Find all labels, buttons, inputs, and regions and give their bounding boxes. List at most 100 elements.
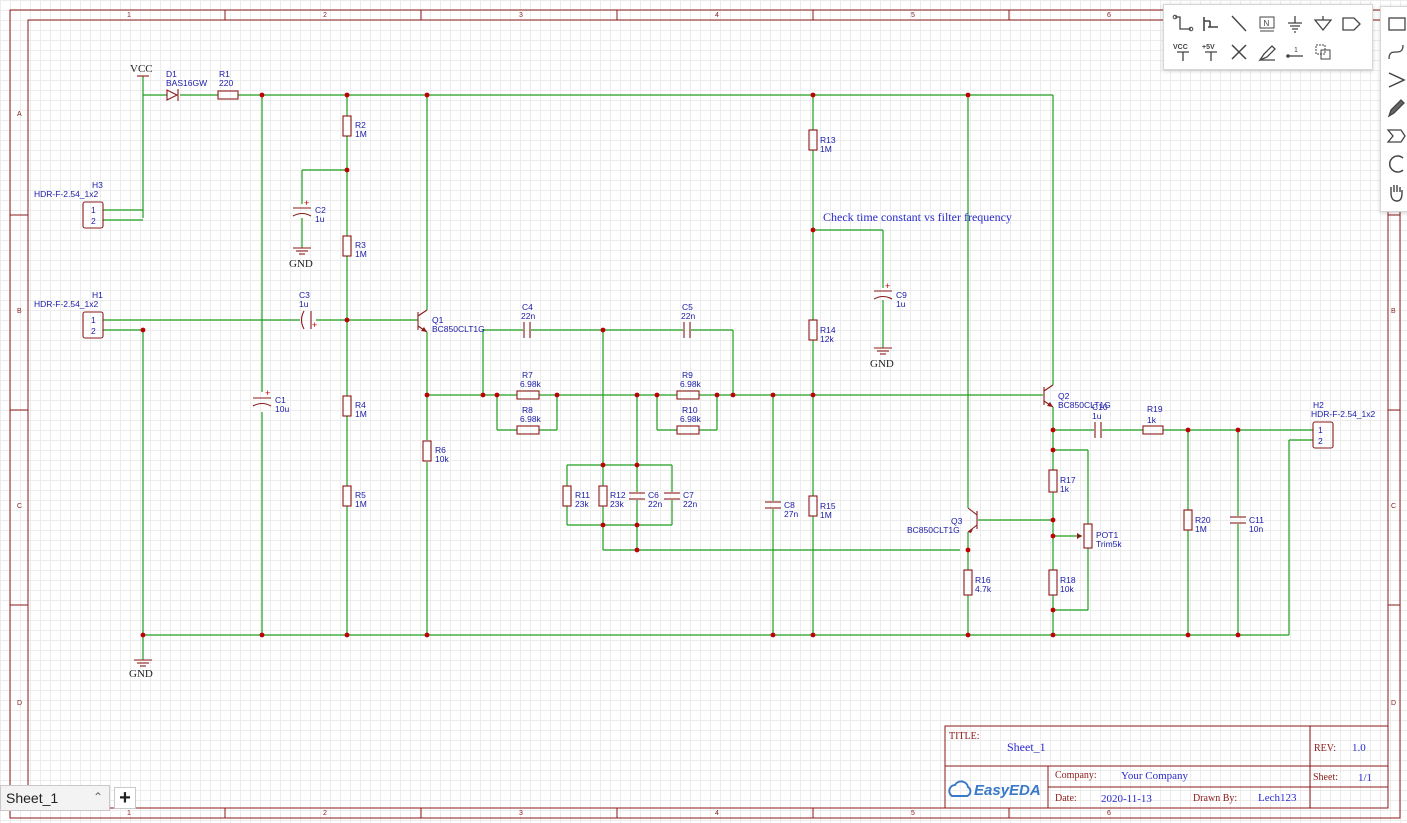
- group-icon[interactable]: [1310, 39, 1336, 65]
- resistor-r19[interactable]: R19 1k: [1142, 404, 1164, 435]
- capacitor-c3[interactable]: + C3 1u: [299, 290, 317, 330]
- capacitor-c5[interactable]: C5 22n: [681, 302, 695, 338]
- resistor-r8[interactable]: R8 6.98k: [516, 405, 542, 435]
- resistor-r7[interactable]: R7 6.98k: [516, 370, 542, 400]
- capacitor-c9[interactable]: + C9 1u: [873, 281, 907, 309]
- resistor-r9[interactable]: R9 6.98k: [676, 370, 702, 400]
- resistor-r2[interactable]: R2 1M: [342, 115, 367, 139]
- resistor-r10[interactable]: R10 6.98k: [676, 405, 702, 435]
- plus5v-icon[interactable]: +5V: [1198, 39, 1224, 65]
- h1-value: HDR-F-2.54_1x2: [34, 299, 99, 309]
- capacitor-c2[interactable]: + C2 1u: [292, 198, 326, 224]
- capacitor-c1[interactable]: + C1 10u: [252, 388, 289, 414]
- potentiometer-pot1[interactable]: POT1 Trim5k: [1077, 523, 1122, 549]
- resistor-r17[interactable]: R17 1k: [1048, 469, 1076, 494]
- zone-label-top-3: 3: [519, 12, 523, 19]
- sheet-tab-label: Sheet_1: [6, 790, 59, 806]
- svg-text:+: +: [304, 198, 309, 208]
- probe-icon[interactable]: [1254, 39, 1280, 65]
- resistor-r20[interactable]: R20 1M: [1183, 509, 1211, 534]
- zone-label-top-2: 2: [323, 12, 327, 19]
- capacitor-c7[interactable]: C7 22n: [664, 490, 697, 509]
- line-icon[interactable]: [1226, 11, 1252, 37]
- r18-ref: R18: [1060, 575, 1076, 585]
- hand-pan-icon[interactable]: [1383, 179, 1407, 205]
- diode-d1[interactable]: D1 BAS16GW: [166, 69, 207, 101]
- resistor-r18[interactable]: R18 10k: [1048, 569, 1076, 596]
- rev-value: 1.0: [1352, 742, 1366, 754]
- netport-gnd-icon[interactable]: [1310, 11, 1336, 37]
- c6-value: 22n: [648, 499, 662, 509]
- gnd-symbol-c2[interactable]: GND: [289, 247, 313, 270]
- header-h3[interactable]: 1 2 H3 HDR-F-2.54_1x2: [34, 180, 104, 229]
- ground-icon[interactable]: [1282, 11, 1308, 37]
- netflag-icon[interactable]: [1338, 11, 1364, 37]
- header-h2[interactable]: 1 2 H2 HDR-F-2.54_1x2: [1311, 400, 1376, 449]
- resistor-r14[interactable]: R14 12k: [808, 319, 836, 344]
- h3-pin2: 2: [91, 216, 96, 226]
- no-connect-icon[interactable]: [1226, 39, 1252, 65]
- header-h1[interactable]: 1 2 H1 HDR-F-2.54_1x2: [34, 290, 104, 339]
- c1-ref: C1: [275, 395, 286, 405]
- arrow-icon[interactable]: [1383, 67, 1407, 93]
- transistor-q2[interactable]: Q2 BC850CLT1G: [1043, 384, 1111, 410]
- vcc-icon[interactable]: VCC: [1170, 39, 1196, 65]
- resistor-r3[interactable]: R3 1M: [342, 235, 367, 259]
- svg-text:1: 1: [1294, 47, 1298, 54]
- r20-ref: R20: [1195, 515, 1211, 525]
- design-note[interactable]: Check time constant vs filter frequency: [823, 210, 1012, 224]
- pot1-value: Trim5k: [1096, 539, 1122, 549]
- add-sheet-button[interactable]: +: [114, 787, 136, 809]
- gnd-symbol-left[interactable]: GND: [129, 659, 153, 680]
- netlabel-icon[interactable]: N: [1254, 11, 1280, 37]
- bus-icon[interactable]: [1198, 11, 1224, 37]
- zone-label-bottom-1: 1: [127, 810, 131, 817]
- gnd-label-c9: GND: [870, 358, 894, 370]
- vcc-symbol[interactable]: VCC: [130, 63, 153, 77]
- capacitor-c8[interactable]: C8 27n: [765, 500, 798, 519]
- r3-value: 1M: [355, 249, 367, 259]
- r10-ref: R10: [682, 405, 698, 415]
- c3-ref: C3: [299, 290, 310, 300]
- r4-ref: R4: [355, 400, 366, 410]
- resistor-r4[interactable]: R4 1M: [342, 395, 367, 419]
- resistor-r1[interactable]: R1 220: [217, 69, 239, 100]
- bezier-icon[interactable]: [1383, 39, 1407, 65]
- rectangle-icon[interactable]: [1383, 11, 1407, 37]
- r16-value: 4.7k: [975, 584, 992, 594]
- easyeda-logo-text: EasyEDA: [974, 782, 1041, 799]
- freehand-icon[interactable]: [1383, 95, 1407, 121]
- r20-value: 1M: [1195, 524, 1207, 534]
- resistor-r13[interactable]: R13 1M: [808, 129, 836, 154]
- c8-value: 27n: [784, 509, 798, 519]
- wire-icon[interactable]: [1170, 11, 1196, 37]
- resistor-r5[interactable]: R5 1M: [342, 485, 367, 509]
- chevron-up-icon[interactable]: ⌃: [92, 790, 103, 804]
- resistor-r11[interactable]: R11 23k: [562, 485, 590, 509]
- resistor-r15[interactable]: R15 1M: [808, 495, 836, 520]
- polygon-icon[interactable]: [1383, 123, 1407, 149]
- resistor-r6[interactable]: R6 10k: [422, 440, 449, 464]
- zone-label-right-c: C: [1391, 503, 1396, 510]
- h2-pin1: 1: [1318, 425, 1323, 435]
- zone-label-bottom-2: 2: [323, 810, 327, 817]
- gnd-symbol-c9[interactable]: GND: [870, 347, 894, 370]
- transistor-q3[interactable]: Q3 BC850CLT1G: [907, 507, 978, 535]
- pin-icon[interactable]: 1: [1282, 39, 1308, 65]
- wires[interactable]: [103, 76, 1313, 660]
- capacitor-c11[interactable]: C11 10n: [1230, 515, 1264, 534]
- zone-label-top-6: 6: [1107, 12, 1111, 19]
- capacitor-c4[interactable]: C4 22n: [521, 302, 535, 338]
- capacitor-c10[interactable]: C10 1u: [1092, 402, 1108, 438]
- arc-icon[interactable]: [1383, 151, 1407, 177]
- transistor-q1[interactable]: Q1 BC850CLT1G: [417, 309, 485, 334]
- c5-ref: C5: [682, 302, 693, 312]
- resistor-r16[interactable]: R16 4.7k: [963, 569, 992, 596]
- sheet-tab[interactable]: Sheet_1 ⌃: [0, 785, 110, 811]
- zone-label-left-c: C: [17, 503, 22, 510]
- capacitor-c6[interactable]: C6 22n: [629, 490, 662, 509]
- resistor-r12[interactable]: R12 23k: [598, 485, 626, 509]
- c3-value: 1u: [299, 299, 309, 309]
